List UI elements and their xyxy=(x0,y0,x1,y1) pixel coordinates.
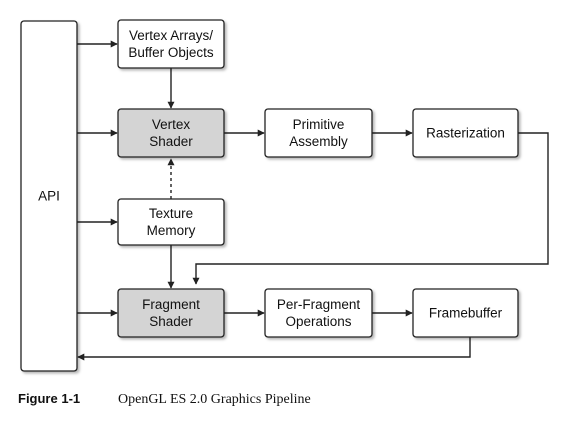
nodes: API Vertex Arrays/Buffer Objects VertexS… xyxy=(20,19,519,372)
fragment-shader-rect xyxy=(117,288,225,338)
edge-rasterization-to-fragment-shader xyxy=(192,132,549,285)
rasterization-label-line-1: Rasterization xyxy=(426,126,505,141)
vertex-shader-label-line-1: Vertex xyxy=(152,117,191,132)
vertex-arrays-rect xyxy=(117,19,225,69)
figure-number: Figure 1-1 xyxy=(18,391,81,406)
edge-framebuffer-to-api xyxy=(77,337,471,361)
edges xyxy=(77,40,549,361)
framebuffer-box: Framebuffer xyxy=(412,288,519,338)
vertex-shader-rect xyxy=(117,108,225,158)
api-label-line-1: API xyxy=(38,189,60,204)
texture-memory-label-line-2: Memory xyxy=(147,223,196,238)
figure-title: OpenGL ES 2.0 Graphics Pipeline xyxy=(118,392,311,407)
texture-memory-rect xyxy=(117,198,225,246)
api-box: API xyxy=(20,20,78,372)
per-fragment-operations-label-line-2: Operations xyxy=(285,314,351,329)
vertex-arrays-label-line-2: Buffer Objects xyxy=(128,45,214,60)
primitive-assembly-rect xyxy=(264,108,373,158)
pipeline-diagram: API Vertex Arrays/Buffer Objects VertexS… xyxy=(20,19,549,372)
vertex-arrays-buffer-objects-box: Vertex Arrays/Buffer Objects xyxy=(117,19,225,69)
framebuffer-rect xyxy=(412,288,519,338)
figure-caption: Figure 1-1 OpenGL ES 2.0 Graphics Pipeli… xyxy=(18,391,311,408)
rasterization-rect xyxy=(412,108,519,158)
rasterization-box: Rasterization xyxy=(412,108,519,158)
per-fragment-operations-rect xyxy=(264,288,373,338)
primitive-assembly-label-line-1: Primitive xyxy=(293,117,345,132)
primitive-assembly-label-line-2: Assembly xyxy=(289,134,348,149)
framebuffer-label-line-1: Framebuffer xyxy=(429,306,503,321)
vertex-shader-label-line-2: Shader xyxy=(149,134,193,149)
fragment-shader-label-line-2: Shader xyxy=(149,314,193,329)
fragment-shader-label-line-1: Fragment xyxy=(142,297,200,312)
per-fragment-operations-label-line-1: Per-Fragment xyxy=(277,297,361,312)
api-rect xyxy=(20,20,78,372)
texture-memory-label-line-1: Texture xyxy=(149,206,193,221)
vertex-arrays-label-line-1: Vertex Arrays/ xyxy=(129,28,213,43)
